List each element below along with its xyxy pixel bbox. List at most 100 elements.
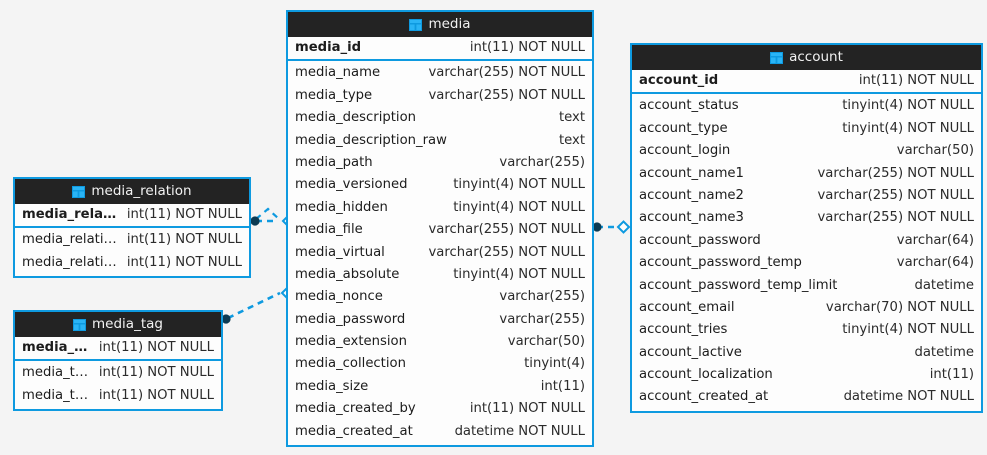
entity-header-account: account [632, 45, 981, 70]
entity-media_relation[interactable]: media_relation media_relation_id int(11)… [13, 177, 251, 279]
column-name: account_type [639, 120, 728, 136]
column-row: media_hidden tinyint(4) NOT NULL [288, 196, 592, 220]
column-list: media_tag_srcint(11) NOT NULL media_tag_… [15, 361, 221, 409]
column-row: media_tag_dstint(11) NOT NULL [15, 384, 221, 408]
column-name: account_password_temp [639, 255, 802, 271]
column-type: tinyint(4) NOT NULL [842, 322, 974, 338]
column-type: int(11) [929, 367, 974, 383]
column-name: media_collection [295, 356, 406, 372]
column-name: media_password [295, 311, 406, 327]
column-type: int(11) NOT NULL [858, 73, 974, 88]
column-type: tinyint(4) NOT NULL [842, 98, 974, 114]
column-type: tinyint(4) NOT NULL [453, 266, 585, 282]
column-name: media_hidden [295, 199, 388, 215]
entity-header-media_relation: media_relation [15, 179, 249, 204]
column-type: varchar(64) [896, 232, 974, 248]
column-name: media_relation_src [22, 232, 117, 248]
column-name: media_description [295, 110, 416, 126]
column-name: account_email [639, 299, 735, 315]
column-name: media_virtual [295, 244, 385, 260]
column-name: media_description_raw [295, 132, 447, 148]
column-row: media_tag_srcint(11) NOT NULL [15, 362, 221, 385]
column-type: datetime [914, 277, 974, 293]
marker-open-diamond-target [616, 220, 631, 234]
column-name: media_extension [295, 334, 407, 350]
column-name: media_id [295, 40, 362, 55]
relationship-media-account[interactable] [592, 220, 631, 234]
column-name: account_lactive [639, 344, 742, 360]
column-name: media_relation_dst [22, 254, 117, 270]
column-name: account_name1 [639, 165, 744, 181]
marker-filled-circle-source [250, 216, 260, 226]
column-type: datetime [914, 344, 974, 360]
entity-title: media_relation [91, 183, 192, 199]
column-type: int(11) NOT NULL [98, 340, 214, 355]
column-name: media_path [295, 154, 373, 170]
entity-media_tag[interactable]: media_tag media_tag_id int(11) NOT NULL … [13, 310, 223, 412]
primary-key-row: account_id int(11) NOT NULL [632, 70, 981, 95]
column-type: tinyint(4) [524, 356, 585, 372]
entity-account[interactable]: account account_id int(11) NOT NULL acco… [630, 43, 983, 413]
column-type: varchar(255) [499, 154, 585, 170]
column-name: media_size [295, 378, 369, 394]
column-name: media_versioned [295, 177, 408, 193]
column-type: varchar(255) NOT NULL [428, 222, 586, 238]
column-type: int(11) NOT NULL [469, 401, 585, 417]
column-name: account_name2 [639, 187, 744, 203]
primary-key-row: media_tag_id int(11) NOT NULL [15, 337, 221, 362]
column-row: media_relation_src int(11) NOT NULL [15, 229, 249, 252]
column-type: varchar(255) NOT NULL [817, 165, 975, 181]
column-row: media_id int(11) NOT NULL [288, 37, 592, 60]
column-name: media_created_at [295, 423, 413, 439]
entity-title: media_tag [92, 316, 163, 332]
column-type: varchar(70) NOT NULL [825, 299, 974, 315]
table-icon [73, 318, 87, 331]
entity-media[interactable]: media media_id int(11) NOT NULL media_na… [286, 10, 594, 448]
column-name: media_created_by [295, 401, 416, 417]
column-row: media_description_raw text [288, 129, 592, 152]
column-type: int(11) NOT NULL [126, 232, 242, 248]
table-icon [409, 18, 423, 31]
column-name: media_tag_src [22, 365, 89, 381]
column-type: tinyint(4) NOT NULL [453, 199, 585, 215]
column-name: account_login [639, 143, 731, 159]
column-name: account_localization [639, 367, 773, 383]
column-type: varchar(255) [499, 289, 585, 305]
table-icon [770, 51, 784, 64]
column-row: account_email varchar(70) NOT NULL [632, 296, 981, 320]
column-type: varchar(255) NOT NULL [428, 65, 586, 81]
column-row: media_path varchar(255) [288, 151, 592, 175]
column-type: datetime NOT NULL [843, 389, 974, 405]
column-name: account_id [639, 73, 719, 88]
relationship-media_tag-media[interactable] [221, 286, 295, 324]
column-type: text [558, 132, 585, 148]
entity-title: account [789, 49, 843, 65]
column-row: account_name1 varchar(255) NOT NULL [632, 162, 981, 185]
column-name: media_nonce [295, 289, 383, 305]
column-row: media_collection tinyint(4) [288, 353, 592, 376]
column-row: media_relation_id int(11) NOT NULL [15, 204, 249, 227]
column-type: varchar(64) [896, 255, 974, 271]
primary-key-row: media_id int(11) NOT NULL [288, 37, 592, 62]
column-row: media_nonce varchar(255) [288, 286, 592, 309]
column-row: account_password_temp varchar(64) [632, 252, 981, 275]
column-name: media_tag_dst [22, 387, 89, 403]
relationship-line [255, 207, 281, 221]
column-name: account_tries [639, 322, 728, 338]
column-name: account_name3 [639, 210, 744, 226]
